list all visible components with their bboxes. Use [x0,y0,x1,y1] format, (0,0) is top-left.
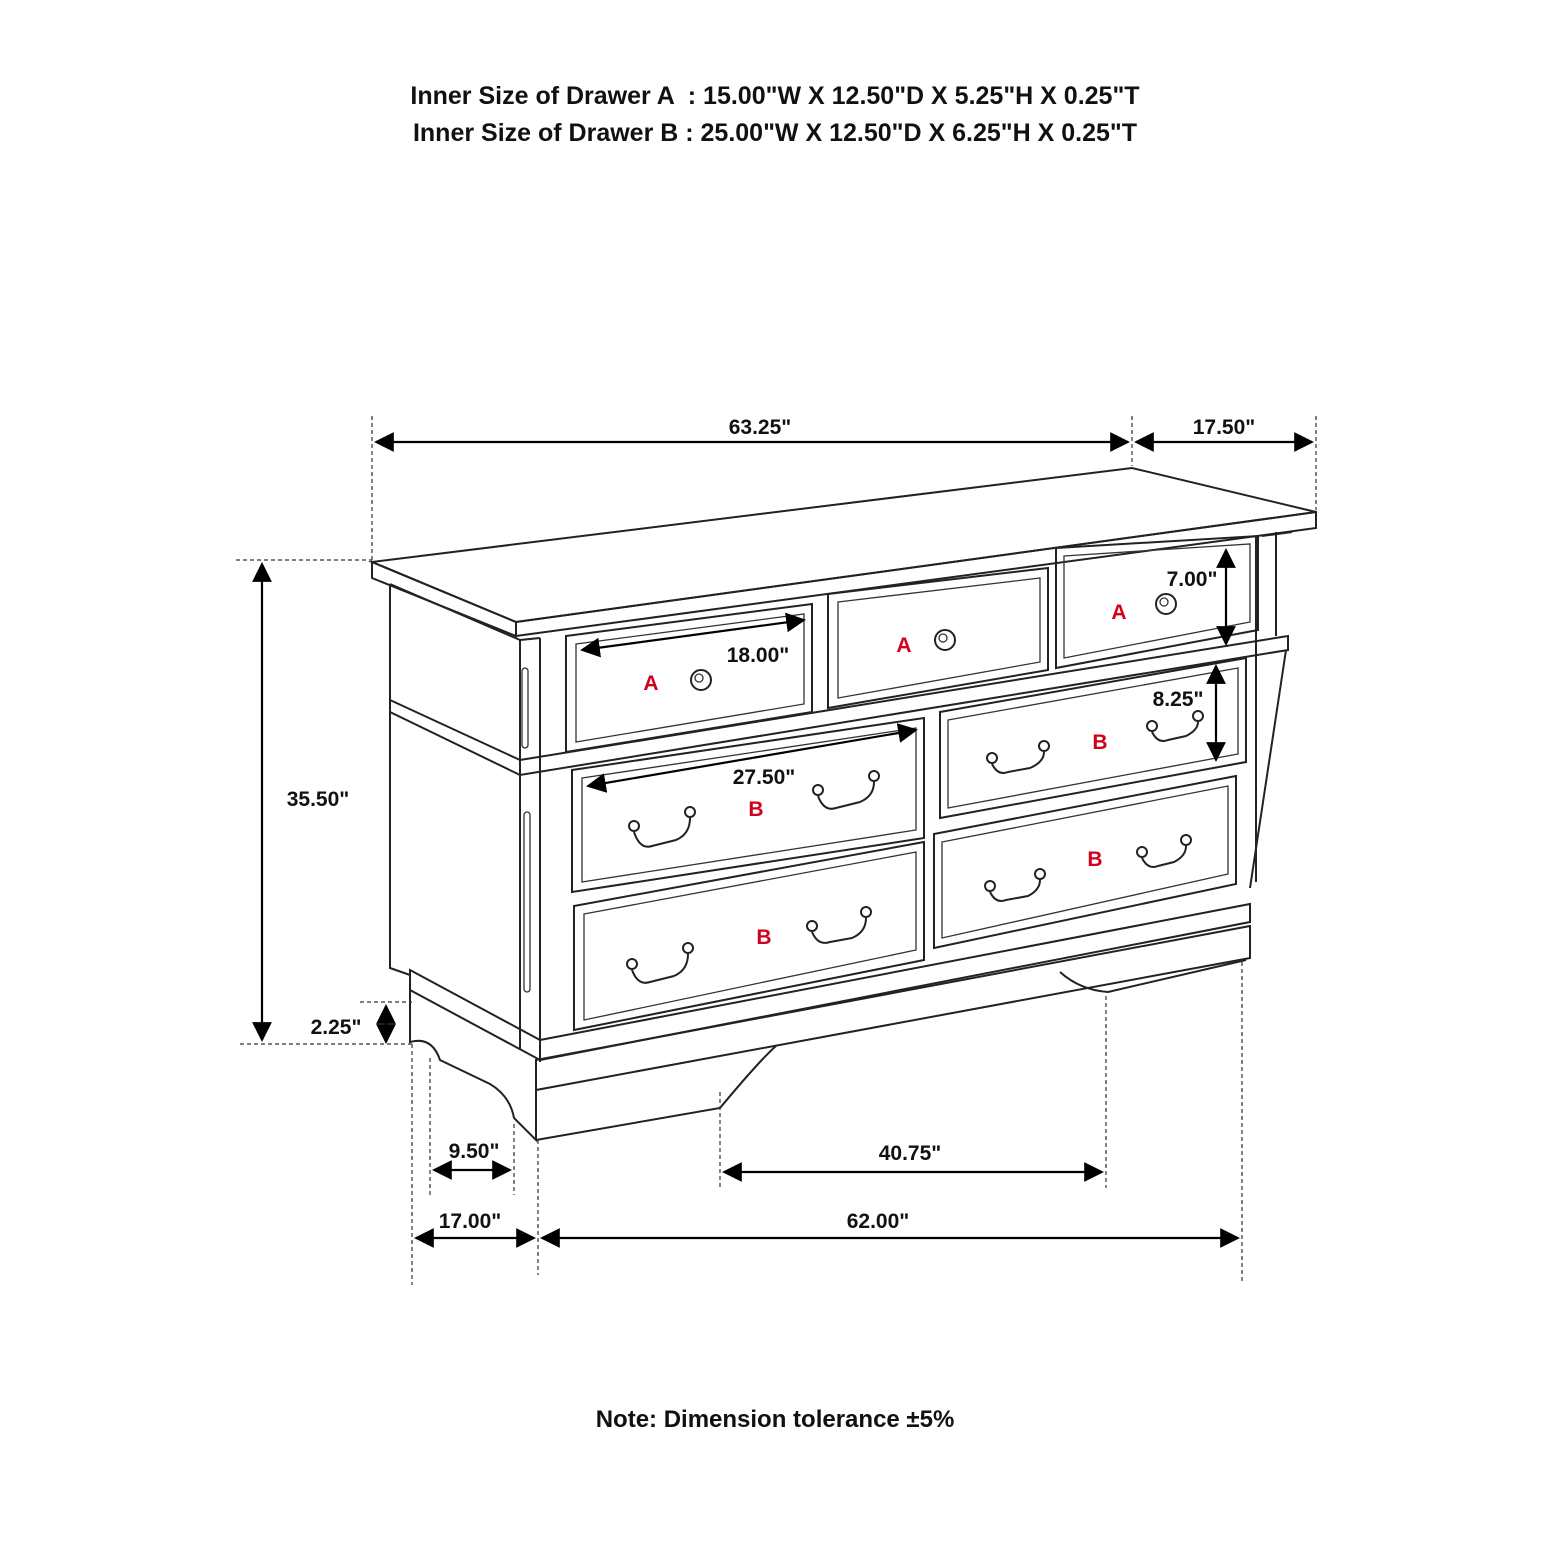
drawer-label-a: A [1111,601,1126,624]
overall-width-label: 63.25" [729,416,792,439]
bail-pull-icon [986,740,1050,774]
header: Inner Size of Drawer A : 15.00"W X 12.50… [0,78,1550,152]
bail-pull-icon [626,942,694,984]
drawer-b-width-label: 27.50" [733,766,796,789]
knob-icon [690,669,712,691]
drawer-label-b: B [1092,731,1107,754]
bail-pull-icon [984,868,1046,902]
dimension-arrows [252,432,1314,1248]
leg-depth-label: 9.50" [449,1140,500,1163]
base-width-label: 62.00" [847,1210,910,1233]
drawer-label-a: A [896,634,911,657]
drawer-b-height-label: 8.25" [1153,688,1204,711]
drawer-a-inner-size: Inner Size of Drawer A : 15.00"W X 12.50… [410,82,1140,110]
drawer-label-a: A [643,672,658,695]
top-drawer-height-label: 7.00" [1167,568,1218,591]
leg-span-label: 40.75" [879,1142,942,1165]
knob-icon [934,629,956,651]
tolerance-note: Note: Dimension tolerance ±5% [595,1406,955,1433]
bail-pull-icon [1146,710,1204,742]
drawer-label-b: B [1087,848,1102,871]
dimension-labels: 63.25" 17.50" 35.50" 2.25" 7.00" 8.25" 1… [287,416,1256,1233]
bail-pull-icon [806,906,872,944]
knob-icon [1155,593,1177,615]
overall-height-label: 35.50" [287,788,350,811]
extension-lines [236,416,1317,1285]
base-height-label: 2.25" [311,1016,362,1039]
dresser-outline [368,466,1317,1143]
drawer-hardware [626,593,1204,984]
side-depth-label: 17.00" [439,1210,502,1233]
drawer-label-b: B [756,926,771,949]
overall-depth-label: 17.50" [1193,416,1256,439]
bail-pull-icon [1136,834,1192,868]
drawer-b-inner-size: Inner Size of Drawer B : 25.00"W X 12.50… [412,119,1138,147]
drawer-labels: A A A B B B B [643,601,1126,949]
bail-pull-icon [628,806,696,848]
drawer-label-b: B [748,798,763,821]
bail-pull-icon [812,770,880,810]
top-drawer-width-label: 18.00" [727,644,790,667]
drawer-fronts [565,534,1259,1032]
